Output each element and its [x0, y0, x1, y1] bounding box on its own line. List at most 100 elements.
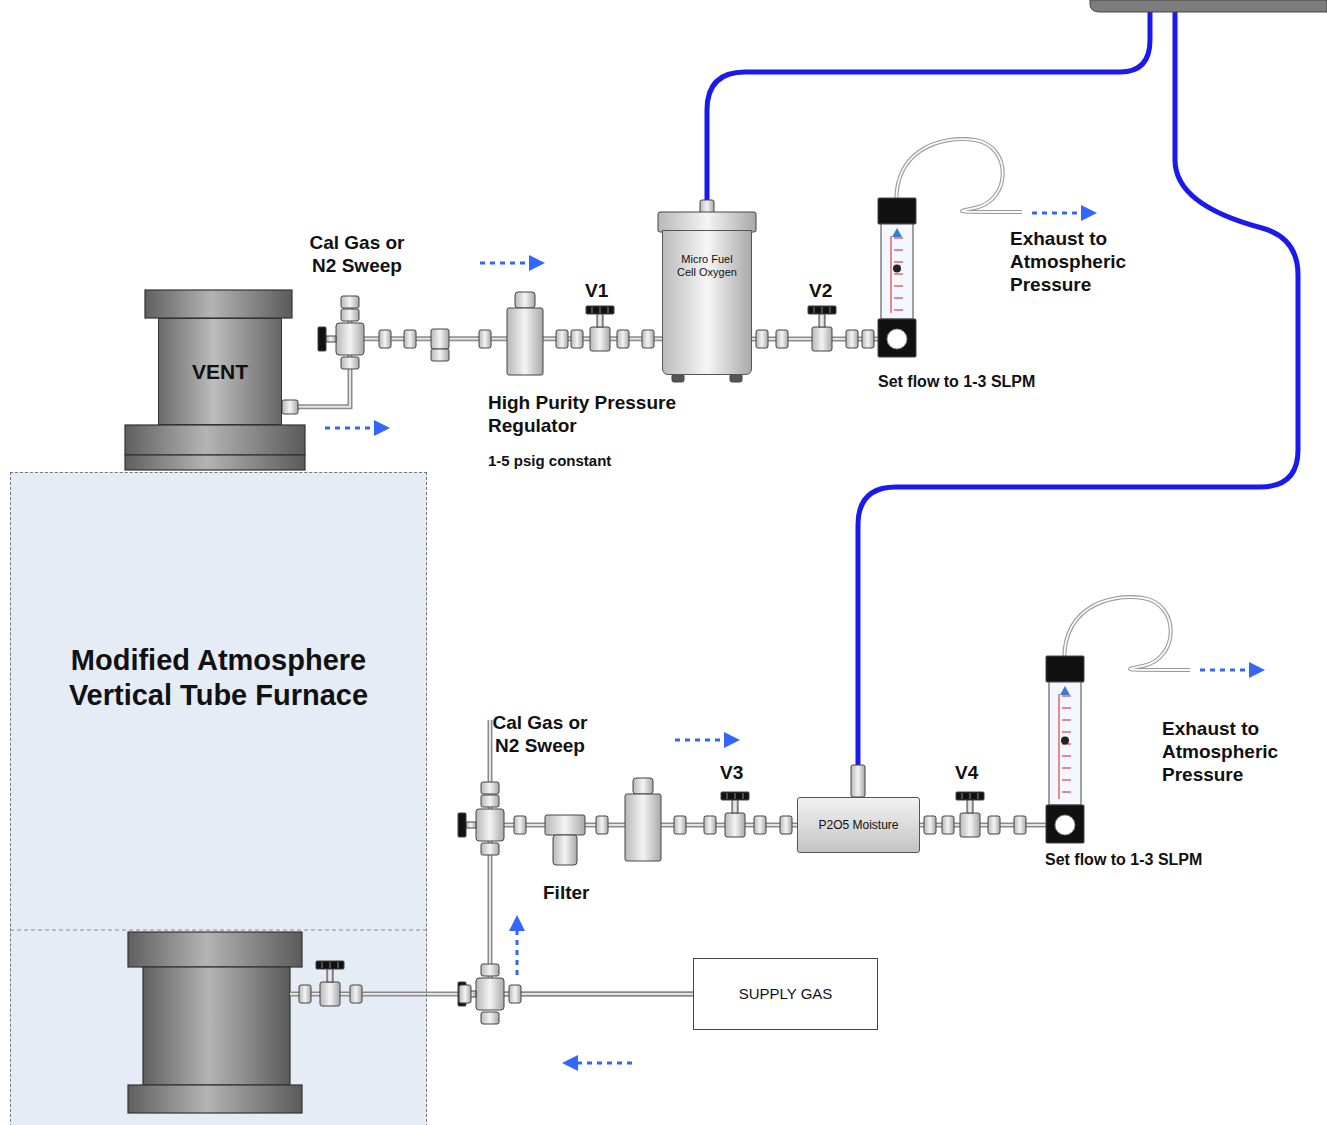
drawing-part	[858, 0, 1298, 765]
scale-tick	[894, 286, 903, 287]
valve-body	[960, 813, 980, 837]
flow-arrow	[1032, 212, 1083, 215]
valve-stem	[597, 313, 603, 327]
filter-body	[545, 815, 585, 835]
tube-nut	[704, 816, 716, 834]
callout-label: V3	[720, 762, 743, 785]
callout-label: Exhaust to Atmospheric Pressure	[1162, 718, 1312, 786]
callout-label: Filter	[543, 882, 589, 905]
callout-label: Cal Gas or N2 Sweep	[480, 712, 600, 758]
analyzer-lid	[658, 212, 756, 232]
handle-grip	[743, 793, 744, 799]
scale-tick	[894, 310, 903, 311]
flow-arrow-head	[1249, 662, 1265, 678]
cable-connector	[851, 765, 865, 797]
tube-nut	[846, 330, 858, 348]
vent-body: VENT	[158, 318, 282, 425]
flowmeter-port	[1055, 815, 1075, 835]
tube-nut	[299, 985, 311, 1003]
flow-arrow	[576, 1062, 632, 1065]
handle-grip	[830, 307, 831, 313]
valve-handle	[721, 792, 749, 800]
valve-handle	[586, 306, 614, 314]
analyzer-foot	[672, 374, 684, 382]
callout-label: V4	[955, 762, 978, 785]
flowmeter-base	[878, 319, 916, 357]
three-way-valve	[476, 809, 504, 841]
flow-indicator	[892, 228, 902, 237]
callout-label: V2	[809, 280, 832, 303]
tube-nut	[341, 296, 359, 308]
drawing-part	[920, 824, 1046, 826]
scale-tick	[894, 250, 903, 251]
node-text: VENT	[192, 359, 248, 384]
analyzer-foot	[730, 374, 742, 382]
tube-nut	[481, 1012, 499, 1024]
handle-grip	[608, 307, 609, 313]
tube-nut	[756, 330, 768, 348]
tube-nut	[379, 330, 391, 348]
scale-tick	[1062, 708, 1071, 709]
node-text: SUPPLY GAS	[739, 985, 833, 1003]
flow-arrow-head	[374, 420, 390, 436]
furnace-region: Modified Atmosphere Vertical Tube Furnac…	[10, 472, 427, 1125]
drawing-part	[707, 0, 1150, 200]
valve-stem	[327, 968, 333, 982]
regulator-cap	[515, 292, 535, 308]
furnace-fill	[10, 472, 427, 1125]
tube-nut	[674, 816, 686, 834]
drawing-part	[128, 932, 302, 967]
regulator-cap	[633, 778, 653, 794]
callout-label: V1	[585, 280, 608, 303]
tube-nut	[282, 400, 298, 414]
flow-arrow-head	[724, 732, 740, 748]
tube-nut	[556, 330, 568, 348]
oxygen-analyzer: Micro Fuel Cell Oxygen	[662, 230, 752, 375]
valve-stem	[466, 822, 476, 828]
flowmeter-port	[887, 329, 907, 349]
scale-tick	[1062, 732, 1071, 733]
valve-handle	[316, 961, 344, 969]
handle-grip	[970, 793, 971, 799]
tube-nut	[341, 357, 359, 369]
drawing-part	[145, 290, 292, 318]
tube-nut	[924, 816, 936, 834]
valve-body	[320, 982, 340, 1006]
tube-nut	[642, 330, 654, 348]
scale-tick	[1062, 792, 1071, 793]
valve-handle	[808, 306, 836, 314]
three-way-valve	[336, 323, 364, 355]
flow-arrow	[1200, 669, 1251, 672]
callout-label: Cal Gas or N2 Sweep	[297, 232, 417, 278]
callout-label: High Purity Pressure Regulator	[488, 392, 693, 438]
handle-grip	[822, 307, 823, 313]
flow-arrow-head	[1081, 205, 1097, 221]
handle-grip	[322, 962, 323, 968]
tube-nut	[780, 816, 792, 834]
tube-nut	[481, 964, 499, 976]
callout-label: Set flow to 1-3 SLPM	[1045, 850, 1202, 869]
tube-nut	[862, 330, 874, 348]
flow-arrow	[516, 929, 519, 975]
float-ball	[1061, 737, 1069, 745]
handle-grip	[592, 307, 593, 313]
tube-nut	[481, 843, 499, 855]
scale-tick	[1062, 780, 1071, 781]
flow-arrow-head	[529, 255, 545, 271]
tube-nut	[776, 330, 788, 348]
scale-tick	[894, 298, 903, 299]
valve-body	[725, 813, 745, 837]
flowmeter-tube	[881, 224, 913, 319]
drawing-part	[125, 425, 305, 455]
flowmeter-base	[1046, 805, 1084, 843]
callout-label: 1-5 psig constant	[488, 452, 611, 470]
flow-arrow	[325, 427, 376, 430]
tube-nut	[942, 816, 954, 834]
tube-nut	[596, 816, 608, 834]
node-text: Micro Fuel Cell Oxygen	[672, 253, 742, 279]
tube-nut	[617, 330, 629, 348]
valve-handle	[458, 813, 466, 837]
